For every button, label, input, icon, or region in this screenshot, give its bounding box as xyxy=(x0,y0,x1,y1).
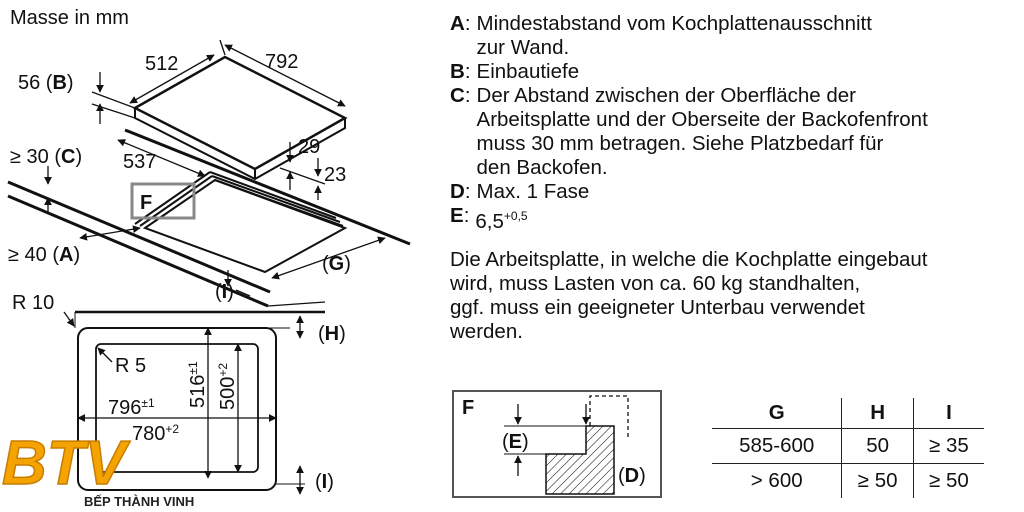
detail-e-label: (E) xyxy=(502,431,529,453)
dim-g: (G) xyxy=(322,253,351,275)
detail-d-label: (D) xyxy=(618,465,646,487)
table-cell: ≥ 50 xyxy=(912,463,984,498)
dim-500: 500+2 xyxy=(216,363,239,410)
dim-h: (H) xyxy=(318,323,346,345)
dim-29-23-lines xyxy=(279,142,326,200)
btv-logo: BTV BẾP THÀNH VINH xyxy=(1,428,194,509)
detail-f-marker xyxy=(130,182,196,220)
dim-a-lines xyxy=(79,225,141,241)
legend-text: Der Abstand zwischen der Oberfläche der … xyxy=(476,84,928,179)
legend-item-b: B: Einbautiefe xyxy=(450,60,580,83)
dim-516: 516±1 xyxy=(186,361,209,408)
dim-b: 56 (B) xyxy=(18,72,74,94)
cutout-plan xyxy=(63,310,325,495)
table-cell: 50 xyxy=(841,428,914,464)
dim-780: 780+2 xyxy=(132,422,179,445)
column-header: H xyxy=(841,398,914,429)
dim-792: 792 xyxy=(265,51,298,73)
legend-sup: +0,5 xyxy=(503,209,528,223)
legend-text: Mindestabstand vom Kochplattenausschnitt… xyxy=(476,12,872,59)
hob-dimensions xyxy=(129,39,346,107)
radius-5: R 5 xyxy=(115,355,146,377)
legend-key: B xyxy=(450,60,465,83)
dim-796: 796±1 xyxy=(108,396,155,419)
table-row: > 600 ≥ 50 ≥ 50 xyxy=(712,463,984,498)
legend: A: Mindestabstand vom Kochplattenausschn… xyxy=(450,12,1020,234)
column-header: G xyxy=(768,401,785,424)
table-cell: ≥ 35 xyxy=(912,428,984,464)
dim-29: 29 xyxy=(298,136,320,158)
legend-text: Max. 1 Fase xyxy=(476,180,590,203)
detail-f-box: F (E) (D) xyxy=(452,390,662,498)
clearance-table: G H I 585-600 50 ≥ 35 > 600 ≥ 50 ≥ 50 xyxy=(712,398,984,498)
dim-g-i-lines xyxy=(224,236,386,297)
dim-c: ≥ 30 (C) xyxy=(10,146,82,168)
legend-key: D xyxy=(450,180,465,203)
legend-item-a: A: Mindestabstand vom Kochplattenausschn… xyxy=(450,12,872,59)
logo-name: BẾP THÀNH VINH xyxy=(84,494,194,509)
dim-a: ≥ 40 (A) xyxy=(8,244,80,266)
legend-key: E xyxy=(450,204,464,227)
legend-item-d: D: Max. 1 Fase xyxy=(450,180,590,203)
dim-i-bottom: (I) xyxy=(315,471,334,493)
detail-f-label: F xyxy=(140,192,152,214)
dim-23: 23 xyxy=(324,164,346,186)
legend-item-c: C: Der Abstand zwischen der Oberfläche d… xyxy=(450,84,928,179)
dim-537-lines xyxy=(117,139,206,177)
load-note: Die Arbeitsplatte, in welche die Kochpla… xyxy=(450,248,928,343)
dim-537: 537 xyxy=(123,151,156,173)
legend-key: A xyxy=(450,12,465,35)
logo-mark: BTV xyxy=(2,429,131,498)
units-label: Masse in mm xyxy=(10,7,129,29)
hob-installation-drawing: Masse in mm 512 792 56 (B) xyxy=(7,7,411,495)
detail-f-title: F xyxy=(462,397,474,419)
table-cell: 585-600 xyxy=(712,428,842,464)
table-header-row: G H I xyxy=(712,398,984,429)
legend-item-e: E: 6,5+0,5 xyxy=(450,204,528,233)
radius-10: R 10 xyxy=(12,292,54,314)
table-cell: ≥ 50 xyxy=(841,463,914,498)
column-header: I xyxy=(912,398,984,429)
dim-i-top: (I) xyxy=(215,281,234,303)
table-row: 585-600 50 ≥ 35 xyxy=(712,428,984,464)
legend-text: 6,5 xyxy=(475,209,504,233)
legend-text: Einbautiefe xyxy=(476,60,580,83)
dim-512: 512 xyxy=(145,53,178,75)
table-cell: > 600 xyxy=(712,463,842,498)
dim-b-lines xyxy=(91,72,136,124)
legend-key: C xyxy=(450,84,465,107)
